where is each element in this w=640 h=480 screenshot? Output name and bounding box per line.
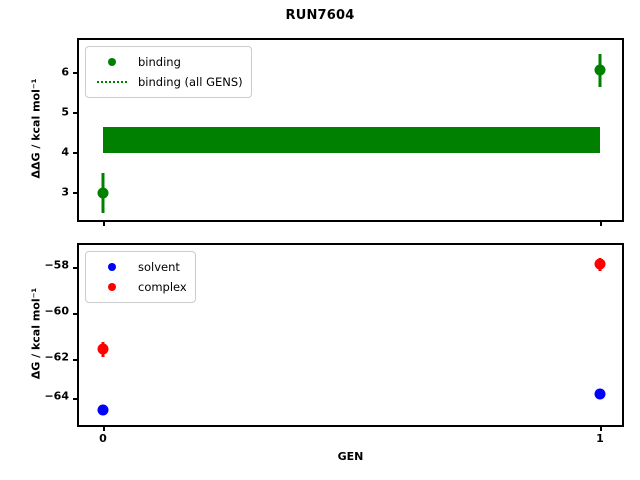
legend-label: binding (138, 55, 181, 69)
datapoint-binding-gen1 (594, 64, 606, 76)
bottom-panel-axes: solvent complex (73, 243, 624, 431)
ytick-label: 3 (61, 185, 69, 199)
datapoint-solvent-gen0 (97, 404, 109, 416)
ytick-mark (73, 112, 79, 114)
ytick-label: 5 (61, 105, 69, 119)
ytick-mark (73, 313, 79, 315)
ytick-mark (73, 192, 79, 194)
bottom-panel-legend[interactable]: solvent complex (85, 251, 196, 303)
xtick-mark (600, 220, 602, 226)
ytick-label: −62 (44, 350, 69, 364)
legend-item-complex[interactable]: complex (92, 277, 187, 297)
datapoint-complex-gen0 (97, 343, 109, 355)
legend-label: complex (138, 280, 187, 294)
ytick-label: −58 (44, 258, 69, 272)
datapoint-complex-gen1 (594, 258, 606, 270)
bottom-panel-plot-area (79, 245, 622, 425)
binding-all-gens-band (103, 127, 600, 153)
legend-label: solvent (138, 260, 180, 274)
top-panel-axes: binding binding (all GENS) (73, 38, 624, 226)
legend-item-binding[interactable]: binding (92, 52, 243, 72)
legend-item-binding-all-gens[interactable]: binding (all GENS) (92, 72, 243, 92)
ytick-mark (73, 398, 79, 400)
legend-dotted-line-icon (92, 81, 132, 83)
top-panel-y-axis-label: ΔΔG / kcal mol⁻¹ (29, 78, 43, 179)
datapoint-solvent-gen1 (594, 388, 606, 400)
xtick-mark (600, 425, 602, 431)
xtick-label: 0 (99, 432, 107, 445)
ytick-mark (73, 152, 79, 154)
figure-title: RUN7604 (285, 8, 355, 23)
ytick-mark (73, 359, 79, 361)
bottom-panel-y-axis-label: ΔG / kcal mol⁻¹ (29, 287, 43, 380)
legend-marker-dot-icon (92, 263, 132, 271)
xtick-label: 1 (596, 432, 604, 445)
ytick-label: 6 (61, 65, 69, 79)
legend-label: binding (all GENS) (138, 75, 243, 89)
xtick-mark (103, 220, 105, 226)
x-axis-label: GEN (337, 450, 364, 463)
top-panel-plot-area (79, 40, 622, 220)
legend-item-solvent[interactable]: solvent (92, 257, 187, 277)
ytick-mark (73, 267, 79, 269)
xtick-mark (103, 425, 105, 431)
ytick-mark (73, 72, 79, 74)
ytick-label: −60 (44, 304, 69, 318)
legend-marker-dot-icon (92, 58, 132, 66)
legend-marker-dot-icon (92, 283, 132, 291)
datapoint-binding-gen0 (97, 187, 109, 199)
ytick-label: 4 (61, 145, 69, 159)
ytick-label: −64 (44, 389, 69, 403)
top-panel-legend[interactable]: binding binding (all GENS) (85, 46, 252, 98)
